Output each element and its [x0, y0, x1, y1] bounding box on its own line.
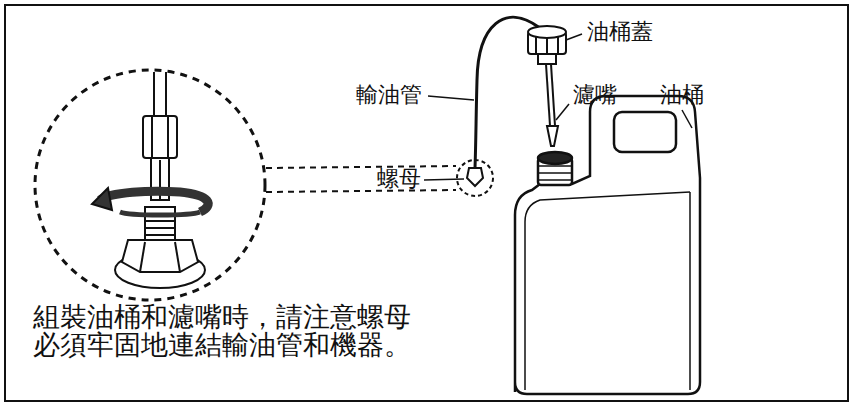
part-label: 油桶蓋 — [587, 20, 653, 43]
note-text: 組裝油桶和濾嘴時，請注意螺母 必須牢固地連結輸油管和機器。 — [33, 303, 431, 358]
frame — [5, 5, 848, 401]
detail-link — [266, 160, 493, 196]
detail-view — [35, 70, 265, 300]
part-label: 螺母 — [377, 167, 421, 190]
part-label: 輸油管 — [356, 83, 422, 106]
cap-filter — [528, 26, 566, 146]
nut — [467, 168, 483, 186]
leader-lines — [424, 34, 692, 180]
oil-jug — [515, 96, 700, 394]
part-label: 油桶 — [660, 83, 704, 106]
part-label: 濾嘴 — [573, 83, 617, 106]
